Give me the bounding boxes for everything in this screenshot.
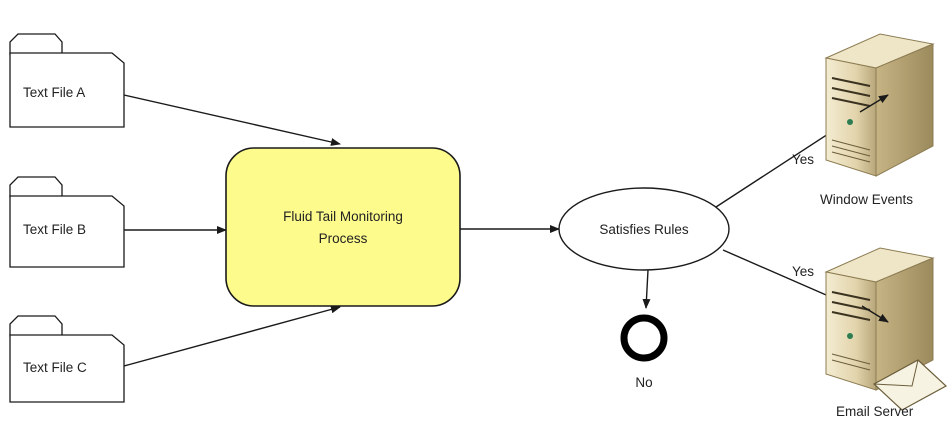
server-icon: [824, 247, 935, 391]
text-file-a-folder: Text File A: [9, 33, 125, 128]
server-icon: [824, 33, 935, 177]
decision-label: Satisfies Rules: [599, 222, 689, 237]
process-label-line1: Fluid Tail Monitoring: [283, 209, 403, 224]
edge-file-c-to-process: [123, 305, 341, 367]
yes-bottom-label: Yes: [792, 264, 814, 279]
process-box: Fluid Tail Monitoring Process: [225, 147, 461, 307]
yes-top-label: Yes: [792, 152, 814, 167]
text-file-c-folder: Text File C: [9, 315, 125, 403]
arrow-into-email-server: [861, 305, 889, 323]
text-file-b-label: Text File B: [23, 222, 86, 237]
arrow-into-window-events: [859, 94, 889, 113]
text-file-a-label: Text File A: [23, 85, 85, 100]
edge-file-a-to-process: [123, 94, 341, 146]
email-server-label: Email Server: [836, 404, 914, 419]
edge-decision-to-no: [642, 269, 651, 309]
text-file-b-folder: Text File B: [9, 176, 125, 268]
no-label: No: [635, 375, 652, 390]
text-file-c-label: Text File C: [23, 360, 87, 375]
process-label-line2: Process: [319, 231, 368, 246]
decision-node: Satisfies Rules: [558, 187, 730, 271]
envelope-icon: [872, 359, 948, 411]
no-end-node: [620, 314, 668, 362]
window-events-label: Window Events: [820, 192, 913, 207]
